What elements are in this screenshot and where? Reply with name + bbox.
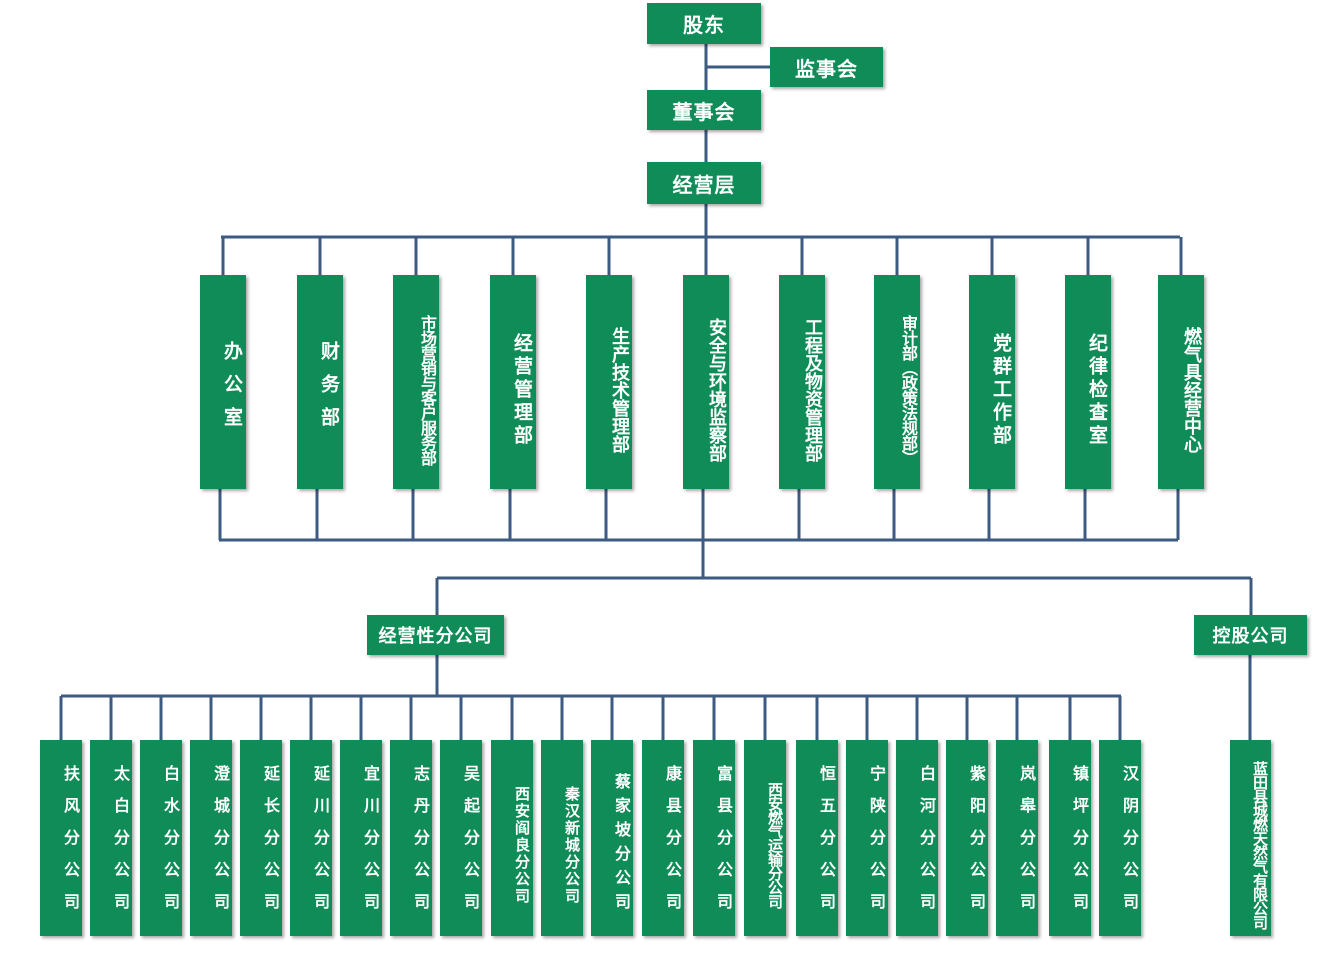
branch-item: 志丹分公司 [390,740,432,936]
branch-item: 西安燃气运输分公司 [744,740,786,936]
branch-item: 西安阎良分公司 [491,740,533,936]
department-item: 经营管理部 [490,275,536,489]
branch-item: 镇坪分公司 [1049,740,1091,936]
shareholders-box: 股东 [647,3,761,44]
department-item: 安全与环境监察部 [683,275,729,489]
department-item: 党群工作部 [969,275,1015,489]
branch-item: 汉阴分公司 [1099,740,1141,936]
board-of-directors-box: 董事会 [647,90,761,130]
department-item: 财务部 [297,275,343,489]
branch-item: 蔡家坡分公司 [591,740,633,936]
branch-item: 宜川分公司 [340,740,382,936]
holding-company-item: 蓝田县城燃天然气有限公司 [1230,740,1271,936]
branch-item: 康县分公司 [642,740,684,936]
branch-item: 岚皋分公司 [996,740,1038,936]
management-box: 经营层 [647,162,761,204]
branch-item: 恒五分公司 [796,740,838,936]
department-item: 办公室 [200,275,246,489]
branch-item: 吴起分公司 [440,740,482,936]
operating-branches-box: 经营性分公司 [367,615,504,655]
holding-company-box: 控股公司 [1194,615,1307,655]
department-item: 市场营销与客户服务部 [393,275,439,489]
branch-item: 宁陕分公司 [846,740,888,936]
branch-item: 秦汉新城分公司 [541,740,583,936]
branch-item: 白河分公司 [896,740,938,936]
supervisory-board-box: 监事会 [770,47,883,87]
department-item: 纪律检查室 [1065,275,1111,489]
department-item: 审计部（政策法规部） [874,275,920,489]
branch-item: 富县分公司 [693,740,735,936]
branch-item: 白水分公司 [140,740,182,936]
department-item: 工程及物资管理部 [779,275,825,489]
branch-item: 延川分公司 [290,740,332,936]
branch-item: 紫阳分公司 [946,740,988,936]
branch-item: 延长分公司 [240,740,282,936]
branch-item: 太白分公司 [90,740,132,936]
department-item: 燃气具经营中心 [1158,275,1204,489]
department-item: 生产技术管理部 [586,275,632,489]
branch-item: 澄城分公司 [190,740,232,936]
branch-item: 扶风分公司 [40,740,82,936]
